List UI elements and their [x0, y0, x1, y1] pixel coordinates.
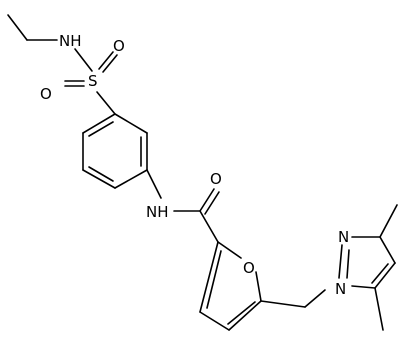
bond-s-o-right: [102, 54, 118, 73]
pyrazole-double-bond: [346, 249, 350, 279]
benzene-ring: [82, 113, 148, 189]
furan-ring: [199, 241, 262, 331]
pyrazole-double-bond: [371, 263, 389, 284]
bond-ring-amide-n: [146, 169, 162, 199]
furan-bond: [228, 300, 262, 331]
atom-amide-o: O: [210, 170, 222, 188]
bond-carbonyl-2: [204, 191, 220, 215]
bond-n-s: [74, 48, 93, 72]
bond-ethyl-ch3-ch2: [7, 14, 28, 41]
bond-carbonyl-furan: [199, 210, 219, 243]
benzene-double-bond: [88, 166, 114, 182]
furan-bond: [217, 241, 242, 259]
pyrazole-bond: [338, 244, 343, 279]
atom-amide-nh: NH: [146, 203, 169, 221]
benzene-bond: [114, 169, 148, 189]
bond-carbonyl: [199, 188, 215, 212]
atom-sulfonyl-o-right: O: [113, 37, 125, 55]
furan-bond: [199, 311, 230, 331]
pyrazole-bond: [351, 285, 376, 289]
pyrazole-bond: [374, 262, 396, 289]
bond-s-o-right-2: [98, 51, 114, 70]
furan-bond: [255, 271, 262, 302]
benzene-bond: [82, 113, 116, 134]
furan-bond: [199, 241, 219, 313]
atom-furan-o: O: [243, 259, 255, 277]
atom-pyrazole-n2: N: [338, 228, 349, 246]
pyrazole-ring: [338, 236, 396, 289]
bond-s-ring: [96, 91, 116, 115]
furan-double-bond: [227, 301, 256, 325]
pyrazole-bond: [379, 236, 396, 264]
atom-sulfonamide-nh: NH: [59, 32, 82, 50]
atom-pyrazole-n1: N: [335, 280, 346, 298]
bond-furan-ch2: [260, 300, 306, 308]
benzene-double-bond: [88, 121, 114, 137]
bond-methyl-c5: [374, 287, 384, 331]
bond-ch2-pyrazole: [304, 289, 326, 308]
furan-double-bond: [206, 250, 222, 309]
benzene-bond: [82, 169, 116, 189]
atom-sulfur: S: [88, 72, 98, 90]
benzene-bond: [114, 113, 148, 134]
bond-methyl-c3: [379, 204, 398, 238]
atom-sulfonyl-o-left: O: [40, 85, 52, 103]
